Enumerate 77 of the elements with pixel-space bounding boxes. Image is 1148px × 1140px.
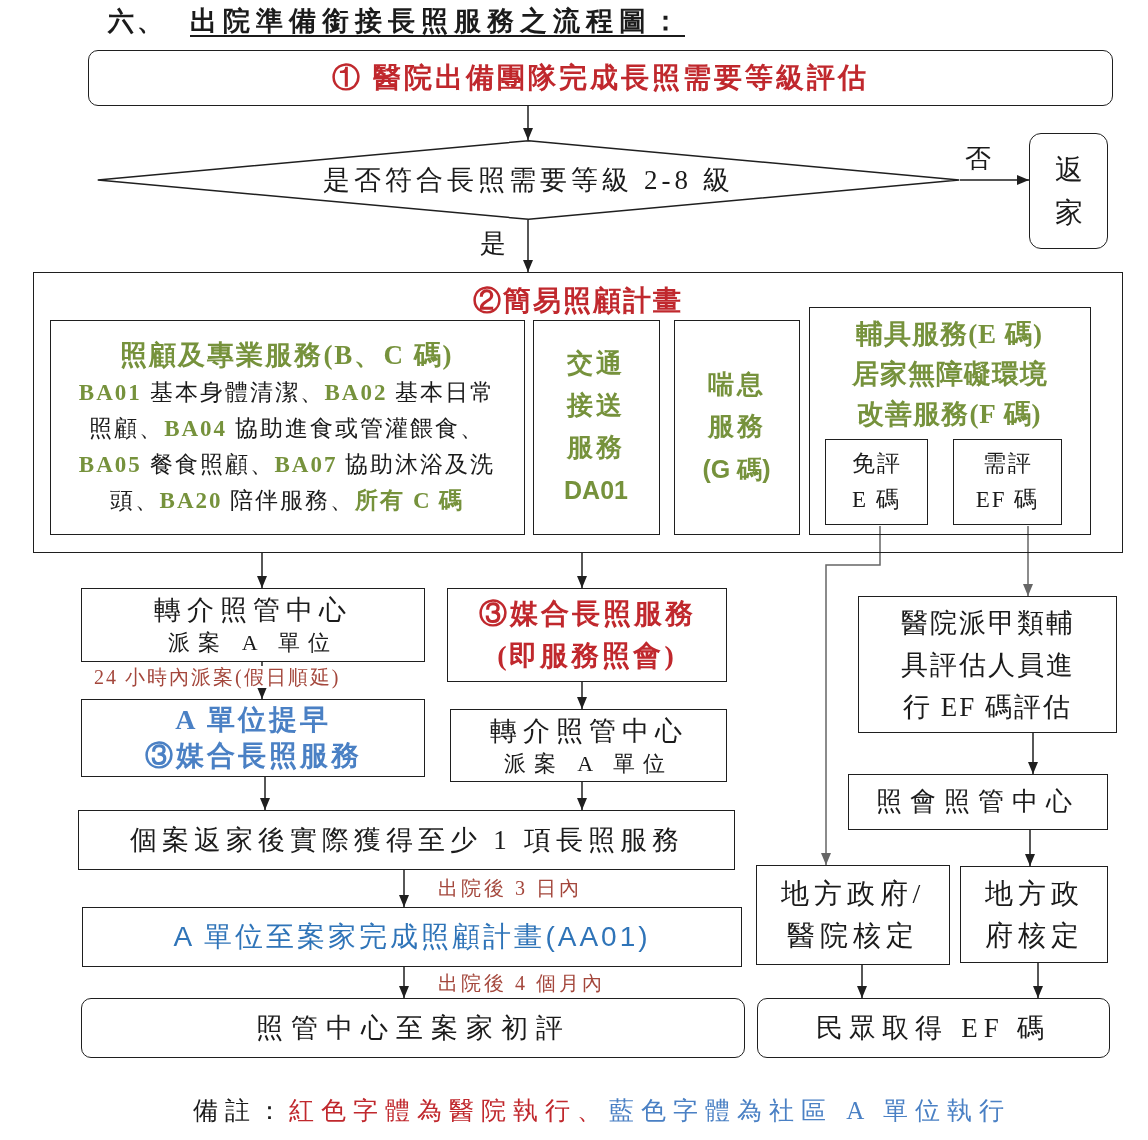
- process-box: [81, 588, 425, 662]
- process-box: [673, 319, 800, 535]
- decision-diamond: [97, 140, 960, 220]
- group-box: [33, 272, 1123, 553]
- node-heading: 喘息服務: [706, 369, 767, 443]
- process-box: [953, 439, 1062, 525]
- edge-label: 否: [964, 144, 992, 173]
- arrow: [260, 776, 270, 811]
- process-box: [82, 907, 742, 967]
- node-text: 照會照管中心: [876, 786, 1080, 818]
- node-text: 派案 A 單位: [168, 629, 338, 657]
- process-box: [858, 596, 1117, 733]
- arrow: [523, 105, 533, 141]
- note-text: 紅色字體為醫院執行、: [289, 1096, 609, 1126]
- process-box: [825, 439, 928, 525]
- node-text: 個案返家後實際獲得至少 1 項長照服務: [129, 823, 684, 857]
- process-box: [88, 50, 1113, 106]
- node-heading: 輔具服務(E 碼): [856, 317, 1043, 351]
- node-heading: ③媒合長照服務: [478, 597, 696, 631]
- terminal-box: [81, 998, 745, 1058]
- arrow: [399, 966, 409, 999]
- node-text: 返家: [1054, 153, 1083, 230]
- edge-label: 出院後 3 日內: [437, 877, 583, 899]
- terminal-box: [1029, 133, 1108, 249]
- arrow: [959, 175, 1030, 185]
- note-text: 備註：: [193, 1096, 289, 1126]
- group-title: ②簡易照顧計畫: [473, 284, 683, 318]
- arrow: [577, 552, 587, 589]
- node-text: 居家無障礙環境改善服務(F 碼): [850, 357, 1049, 431]
- process-box: [532, 319, 660, 535]
- edge-label: 是: [479, 229, 507, 258]
- node-heading: 轉介照管中心: [489, 714, 688, 748]
- process-box: [81, 699, 425, 777]
- terminal-box: [757, 998, 1110, 1058]
- node-text: BA01 基本身體清潔、BA02 基本日常照顧、BA04 協助進食或管灌餵食、BA05 餐食照顧、BA07 協助沐浴及洗頭、BA20 陪伴服務、所有 C 碼: [77, 379, 497, 515]
- note-text: 藍色字體為社區 A 單位執行: [609, 1096, 1012, 1126]
- arrow: [523, 219, 533, 273]
- arrow: [1023, 525, 1033, 597]
- process-box: [848, 774, 1108, 830]
- node-text: A 單位至案家完成照顧計畫(AA01): [173, 920, 651, 954]
- edge-label: 出院後 4 個月內: [437, 972, 606, 994]
- node-text: 地方政府/醫院核定: [779, 877, 927, 953]
- section-number: 六、: [108, 6, 166, 38]
- node-text: ① 醫院出備團隊完成長照需要等級評估: [332, 61, 869, 95]
- diagram-title: 出院準備銜接長照服務之流程圖：: [190, 5, 685, 38]
- process-box: [49, 319, 525, 535]
- node-heading: A 單位提早: [175, 703, 331, 737]
- arrow: [577, 681, 587, 710]
- arrow: [257, 552, 267, 589]
- node-text: DA01: [564, 475, 628, 506]
- node-heading: 轉介照管中心: [154, 594, 352, 627]
- node-text: 派案 A 單位: [503, 749, 674, 778]
- node-heading: 照顧及專業服務(B、C 碼): [120, 339, 454, 372]
- arrow: [857, 964, 867, 999]
- node-text: 免評 E 碼: [850, 450, 903, 514]
- process-box: [960, 866, 1108, 963]
- node-text: 照管中心至案家初評: [255, 1011, 571, 1045]
- process-box: [450, 709, 727, 782]
- arrow: [821, 525, 881, 866]
- arrow: [1025, 829, 1035, 867]
- node-text: 地方政府核定: [983, 876, 1085, 953]
- node-text: (G 碼): [702, 454, 771, 485]
- node-text: 是否符合長照需要等級 2-8 級: [323, 163, 734, 197]
- arrow: [1028, 732, 1038, 775]
- node-text: 民眾取得 EF 碼: [816, 1011, 1051, 1045]
- node-heading: 交通接送服務: [565, 348, 626, 464]
- process-box: [78, 810, 735, 870]
- node-text: 需評 EF 碼: [974, 450, 1041, 514]
- node-text: (即服務照會): [497, 639, 677, 673]
- arrow: [577, 781, 587, 811]
- process-box: [808, 306, 1091, 535]
- process-box: [756, 865, 950, 965]
- arrow: [1033, 962, 1043, 999]
- node-text: 醫院派甲類輔具評估人員進行 EF 碼評估: [899, 606, 1076, 724]
- arrow: [399, 869, 409, 908]
- node-text: ③媒合長照服務: [144, 739, 362, 773]
- process-box: [447, 588, 727, 682]
